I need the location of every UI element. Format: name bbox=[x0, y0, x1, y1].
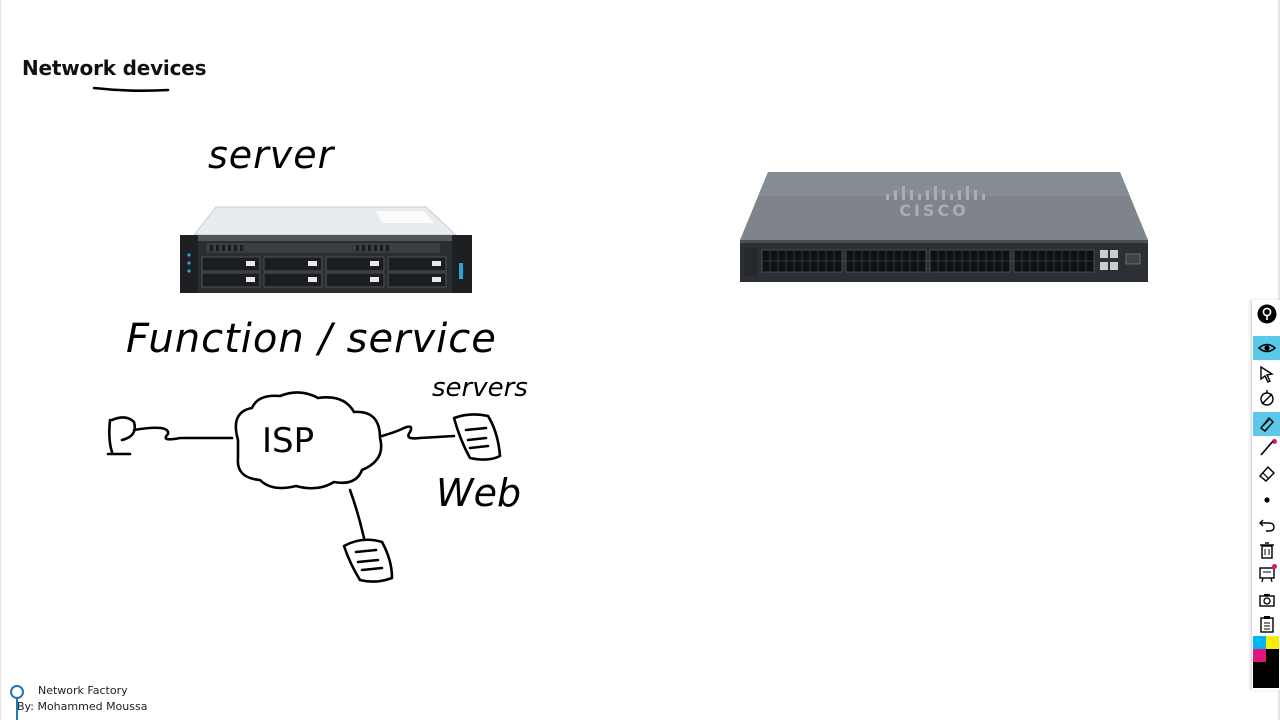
clear-button[interactable] bbox=[1253, 538, 1280, 562]
clipboard-button[interactable] bbox=[1253, 612, 1280, 636]
whiteboard-button[interactable] bbox=[1253, 562, 1280, 586]
color-swatch-magenta[interactable] bbox=[1253, 649, 1266, 662]
cloud-link-stroke bbox=[380, 425, 456, 440]
cloud-down-link-stroke bbox=[348, 488, 366, 540]
color-swatch-black[interactable] bbox=[1253, 662, 1279, 688]
view-mode-button[interactable] bbox=[1253, 336, 1280, 360]
whiteboard-indicator-dot bbox=[1272, 564, 1277, 569]
eraser-icon bbox=[1258, 465, 1275, 482]
client-link-stroke bbox=[132, 426, 234, 441]
eraser-button[interactable] bbox=[1253, 462, 1280, 486]
color-palette bbox=[1253, 636, 1279, 688]
trash-icon bbox=[1259, 542, 1274, 559]
highlighter-icon bbox=[1259, 416, 1274, 432]
footer-brand: Network Factory bbox=[38, 684, 128, 697]
web-handwritten-label: Web bbox=[436, 471, 521, 515]
server-handwritten-label: server bbox=[208, 133, 336, 177]
color-swatch-black-small[interactable] bbox=[1266, 649, 1279, 662]
pin-button[interactable] bbox=[1253, 302, 1280, 326]
clipboard-icon bbox=[1259, 616, 1274, 633]
isp-handwritten-label: ISP bbox=[262, 421, 314, 461]
undo-icon bbox=[1258, 519, 1275, 532]
pin-icon bbox=[1257, 304, 1276, 324]
function-service-handwritten-label: Function / service bbox=[126, 316, 497, 362]
rack-server-image bbox=[180, 206, 472, 293]
bottom-server-stroke bbox=[342, 538, 394, 583]
client-stroke bbox=[108, 418, 114, 454]
left-border bbox=[0, 0, 1, 720]
disable-pointer-button[interactable] bbox=[1253, 386, 1280, 410]
no-pointer-icon bbox=[1259, 390, 1274, 406]
cursor-icon bbox=[1259, 365, 1274, 383]
camera-icon bbox=[1258, 594, 1275, 607]
color-swatch-yellow[interactable] bbox=[1266, 636, 1279, 649]
web-server-stroke bbox=[452, 413, 502, 461]
footer-author: By: Mohammed Moussa bbox=[17, 700, 148, 713]
cisco-switch-image: CISCO bbox=[740, 172, 1148, 282]
switch-brand-text: CISCO bbox=[899, 201, 969, 220]
highlighter-color-dot bbox=[1272, 439, 1277, 444]
line-pen-button[interactable] bbox=[1253, 436, 1280, 460]
pen-size-button[interactable] bbox=[1253, 488, 1280, 512]
title-underline-stroke bbox=[92, 86, 170, 92]
servers-handwritten-label: servers bbox=[432, 373, 528, 403]
page-title: Network devices bbox=[22, 56, 207, 80]
dot-icon bbox=[1263, 497, 1270, 503]
line-pen-icon bbox=[1259, 440, 1274, 456]
eye-icon bbox=[1257, 343, 1276, 353]
cloud-stroke bbox=[234, 391, 383, 490]
screenshot-button[interactable] bbox=[1253, 588, 1280, 612]
annotation-toolbar bbox=[1251, 300, 1280, 690]
undo-button[interactable] bbox=[1253, 512, 1280, 536]
color-swatch-cyan[interactable] bbox=[1253, 636, 1266, 649]
network-factory-logo-icon bbox=[10, 685, 24, 720]
highlighter-button[interactable] bbox=[1253, 412, 1280, 436]
select-pointer-button[interactable] bbox=[1253, 362, 1280, 386]
whiteboard-icon bbox=[1258, 567, 1275, 583]
